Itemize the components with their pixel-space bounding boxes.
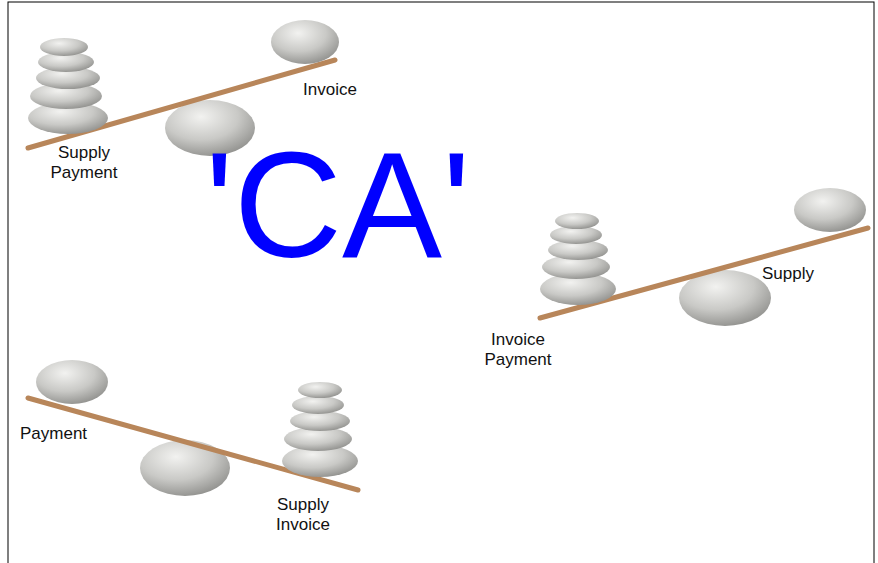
frame-border (8, 2, 874, 563)
scale-label: Invoice (303, 80, 357, 100)
scale-label: Invoice Payment (475, 330, 561, 370)
scale-label: Payment (20, 424, 87, 444)
scale-label: Supply Invoice (263, 495, 343, 535)
scale-label: Supply Payment (44, 143, 124, 183)
scale-label: Supply (762, 264, 814, 284)
balance-scale (540, 188, 868, 326)
watermark: 'CA' (205, 120, 471, 290)
